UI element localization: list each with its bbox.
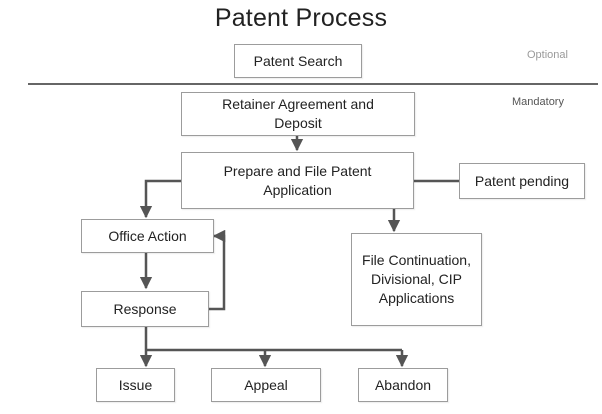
connector-response-to-office-action	[209, 229, 226, 311]
node-retainer-agreement: Retainer Agreement and Deposit	[181, 92, 415, 136]
node-abandon: Abandon	[358, 368, 448, 402]
node-patent-pending: Patent pending	[459, 163, 585, 199]
node-issue: Issue	[96, 368, 175, 402]
mandatory-note: Mandatory	[512, 96, 564, 108]
node-office-action: Office Action	[81, 219, 214, 253]
diagram-title: Patent Process	[214, 4, 388, 32]
node-appeal: Appeal	[211, 368, 321, 402]
node-response: Response	[81, 291, 209, 327]
node-prepare-and-file: Prepare and File Patent Application	[181, 152, 414, 209]
connector-prepare-to-office-action	[139, 179, 181, 219]
optional-note: Optional	[527, 49, 568, 61]
node-file-continuation: File Continuation, Divisional, CIP Appli…	[351, 233, 482, 326]
node-patent-search: Patent Search	[234, 44, 362, 78]
